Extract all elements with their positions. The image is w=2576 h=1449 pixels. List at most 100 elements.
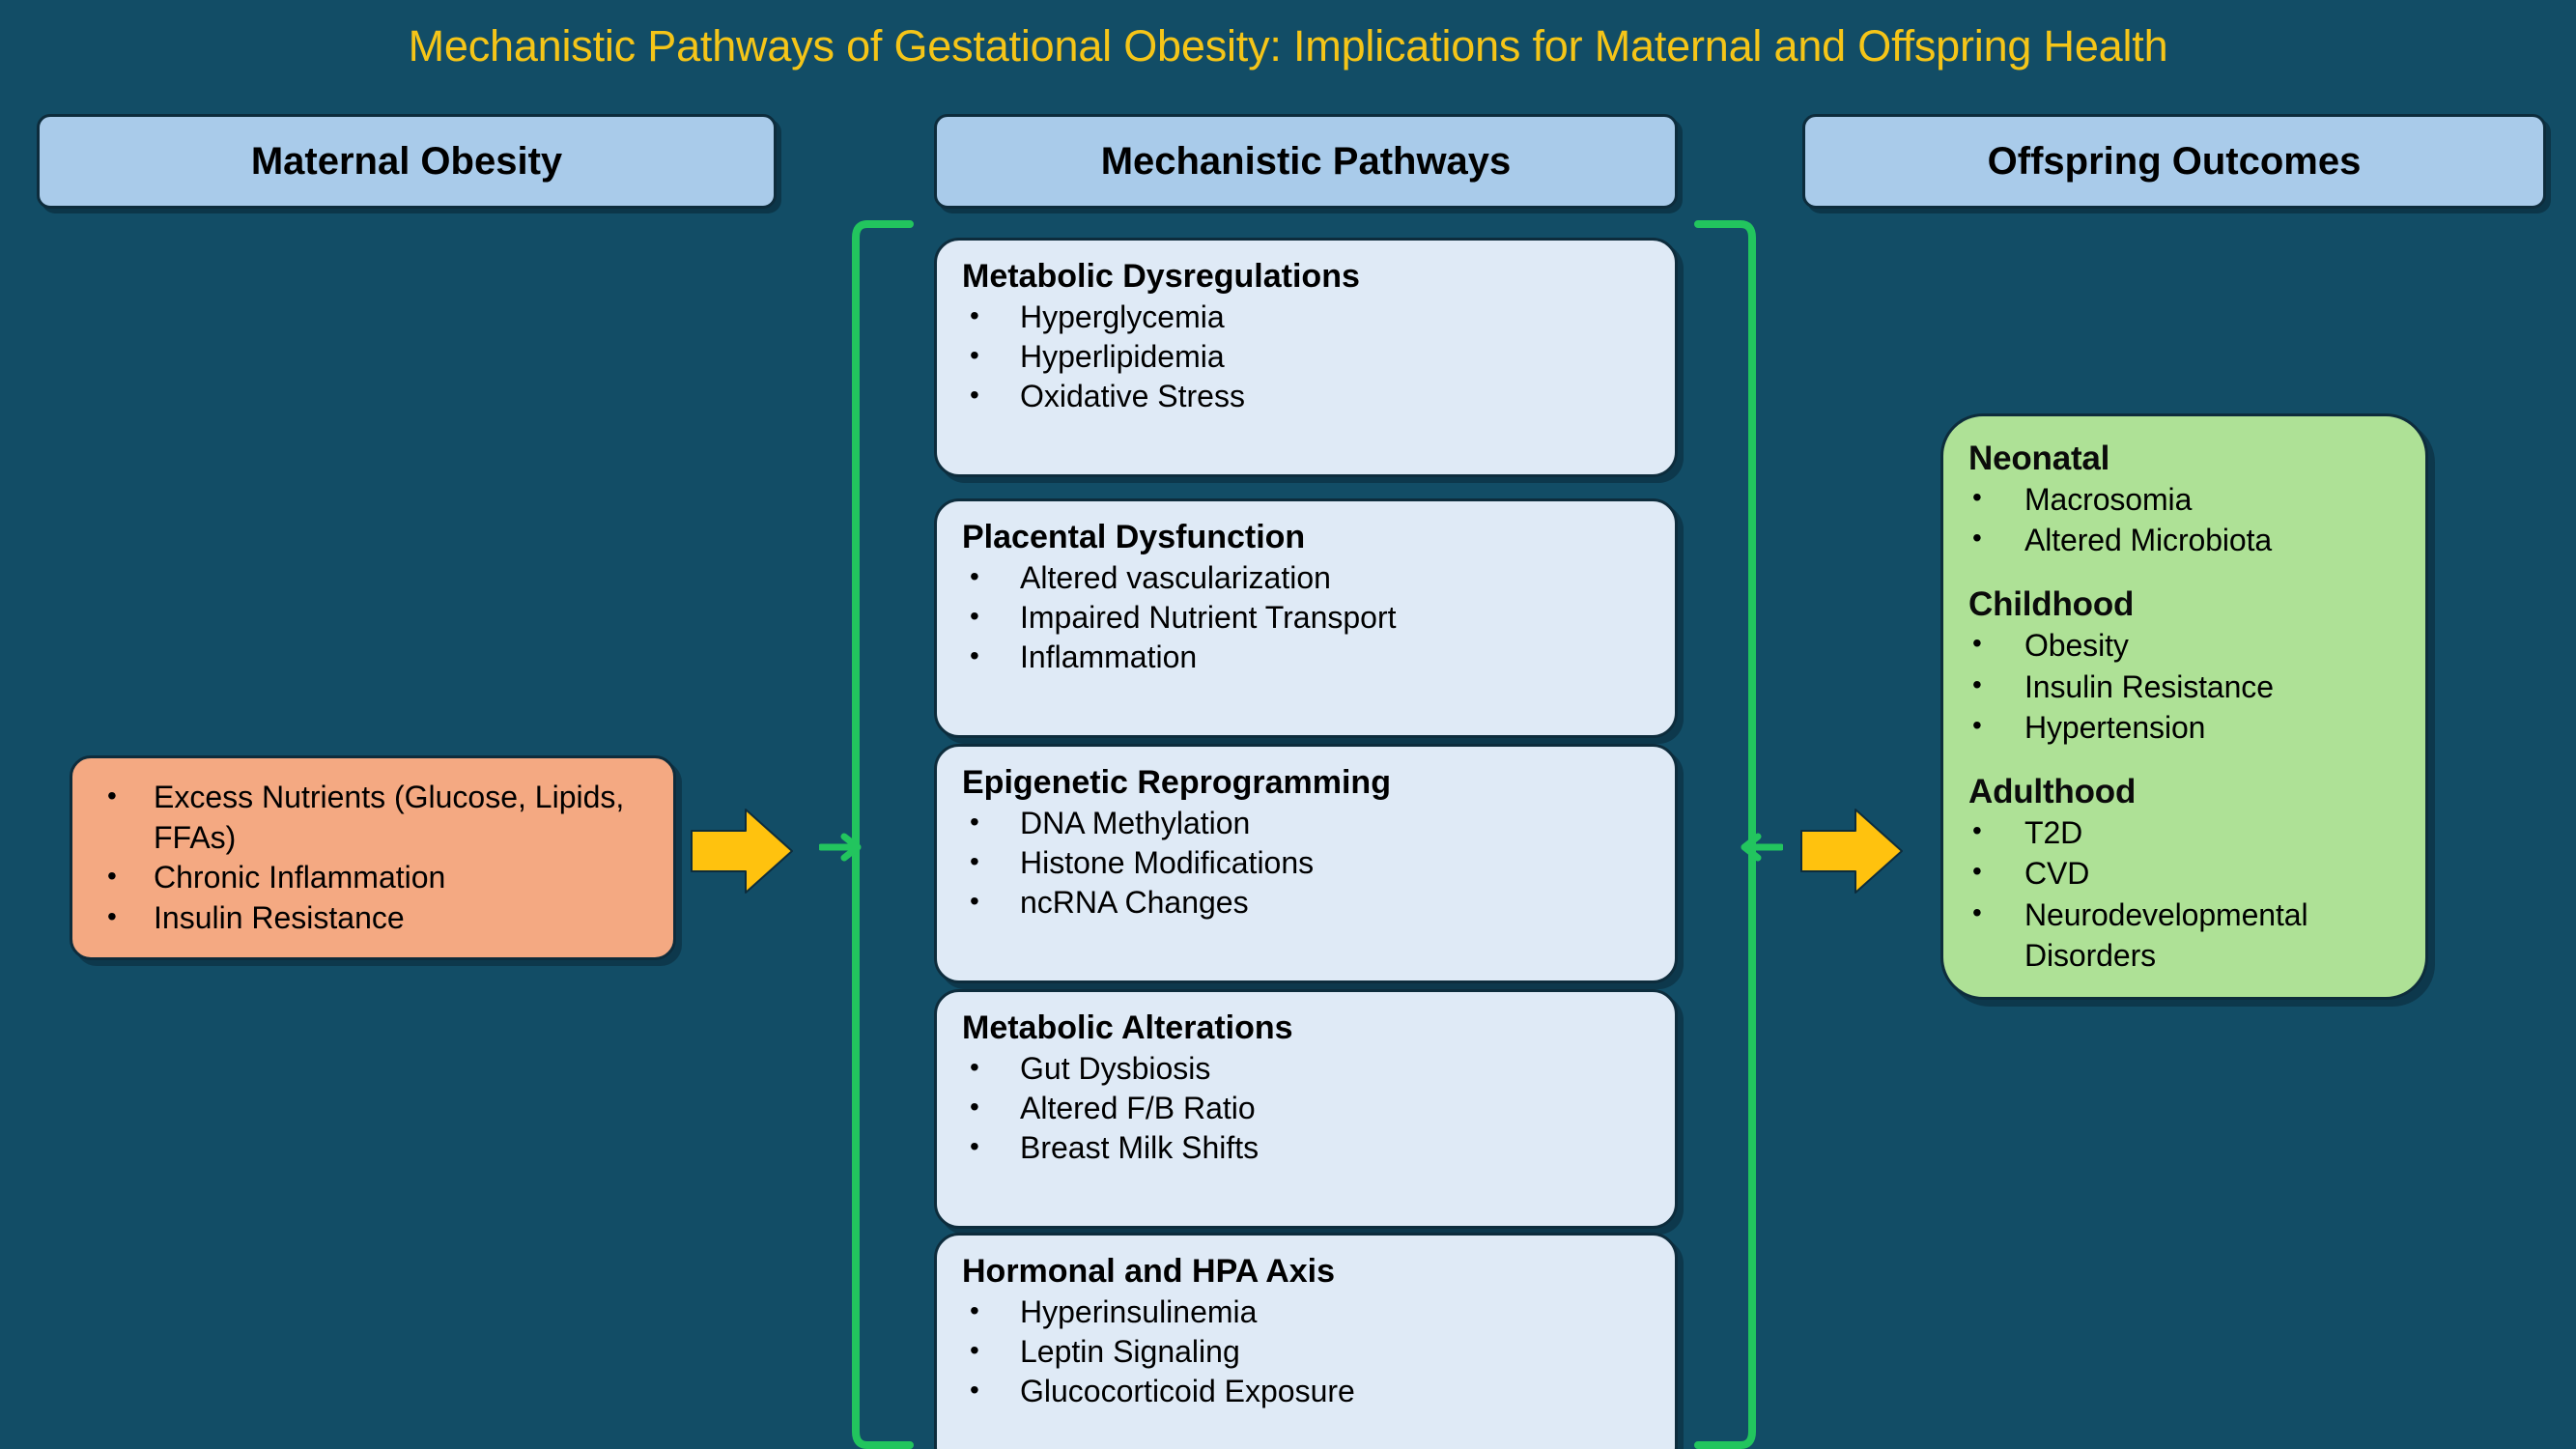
- bullet-text: Excess Nutrients (Glucose, Lipids, FFAs): [154, 780, 625, 855]
- bullet-dot-icon: •: [1972, 815, 1982, 846]
- bullet-dot-icon: •: [970, 807, 979, 838]
- bullet-dot-icon: •: [1972, 482, 1982, 512]
- pathway-card-title: Metabolic Dysregulations: [962, 258, 1360, 295]
- bullet-text: ncRNA Changes: [1020, 884, 1249, 920]
- bullet-dot-icon: •: [970, 379, 979, 410]
- bullet-dot-icon: •: [970, 639, 979, 670]
- bullet-dot-icon: •: [970, 1052, 979, 1083]
- bullet-item: • T2D: [1965, 812, 2408, 853]
- bracket-right-midpoint-tick: [1741, 833, 1783, 862]
- bullet-item: • Impaired Nutrient Transport: [958, 598, 1654, 638]
- bullet-text: Altered vascularization: [1020, 560, 1331, 596]
- bullet-text: Obesity: [2024, 628, 2129, 664]
- bullet-text: Glucocorticoid Exposure: [1020, 1373, 1355, 1408]
- bullet-text: Histone Modifications: [1020, 845, 1315, 881]
- bullet-dot-icon: •: [107, 900, 117, 931]
- bullet-item: • ncRNA Changes: [958, 883, 1654, 923]
- bullet-text: Gut Dysbiosis: [1020, 1051, 1211, 1087]
- bullet-text: Oxidative Stress: [1020, 378, 1245, 413]
- bullet-text: Hypertension: [2024, 709, 2206, 745]
- bullet-item: • Glucocorticoid Exposure: [958, 1372, 1654, 1411]
- bullet-text: T2D: [2024, 815, 2083, 851]
- pathway-card-title: Placental Dysfunction: [962, 519, 1306, 555]
- bullet-item: •Hypertension: [1965, 707, 2408, 748]
- bullet-item: • Insulin Resistance: [1965, 667, 2408, 707]
- bullet-dot-icon: •: [970, 1335, 979, 1366]
- pathway-card-title: Hormonal and HPA Axis: [962, 1253, 1336, 1290]
- maternal-obesity-card: • Excess Nutrients (Glucose, Lipids, FFAs…: [70, 755, 676, 960]
- offspring-bullet-list: • Obesity • Insulin Resistance•Hypertension: [1965, 625, 2408, 748]
- bullet-item: • Gut Dysbiosis: [958, 1049, 1654, 1089]
- pathway-bullet-list: • DNA Methylation • Histone Modifications • n…: [958, 804, 1654, 923]
- pathway-card-metabolic-dysregulations: Metabolic Dysregulations •Hyperglycemia•…: [934, 238, 1678, 477]
- bullet-text: Hyperglycemia: [1020, 299, 1225, 335]
- bullet-item: • Macrosomia: [1965, 479, 2408, 520]
- bracket-pathways-right: [1694, 220, 1756, 1449]
- bullet-text: Altered Microbiota: [2024, 523, 2273, 558]
- bullet-text: Impaired Nutrient Transport: [1020, 600, 1397, 636]
- column-header-pathways-label: Mechanistic Pathways: [1100, 139, 1512, 183]
- page-title: Mechanistic Pathways of Gestational Obes…: [408, 21, 2168, 71]
- offspring-group-spacer: [1965, 560, 2408, 585]
- bullet-dot-icon: •: [970, 1130, 979, 1161]
- bullet-text: Neurodevelopmental Disorders: [2024, 896, 2308, 973]
- bullet-item: • Insulin Resistance: [90, 898, 656, 939]
- pathway-card-hormonal-and-hpa-axis: Hormonal and HPA Axis •Hyperinsulinemia•…: [934, 1233, 1678, 1449]
- bullet-item: • Obesity: [1965, 625, 2408, 666]
- bullet-dot-icon: •: [970, 340, 979, 371]
- bullet-dot-icon: •: [1972, 628, 1982, 659]
- pathway-card-epigenetic-reprogramming: Epigenetic Reprogramming •DNA Methylatio…: [934, 744, 1678, 983]
- bullet-item: •Hyperinsulinemia: [958, 1293, 1654, 1332]
- offspring-bullet-list: • Macrosomia•Altered Microbiota: [1965, 479, 2408, 560]
- bullet-item: • Excess Nutrients (Glucose, Lipids, FFAs…: [90, 778, 656, 858]
- bullet-text: Macrosomia: [2024, 482, 2193, 517]
- bullet-item: • Altered F/B Ratio: [958, 1089, 1654, 1128]
- bullet-text: Hyperlipidemia: [1020, 339, 1225, 375]
- bullet-dot-icon: •: [107, 781, 117, 810]
- pathway-card-placental-dysfunction: Placental Dysfunction • Altered vasculari…: [934, 498, 1678, 738]
- bullet-item: • Histone Modifications: [958, 843, 1654, 883]
- bullet-dot-icon: •: [970, 1295, 979, 1326]
- pathway-card-metabolic-alterations: Metabolic Alterations •Gut Dysbiosis•Alt…: [934, 989, 1678, 1229]
- bullet-text: Breast Milk Shifts: [1020, 1129, 1260, 1165]
- bullet-dot-icon: •: [1972, 856, 1982, 887]
- bullet-item: •Neurodevelopmental Disorders: [1965, 895, 2408, 976]
- pathway-bullet-list: •Hyperinsulinemia•Leptin Signaling•Gluco…: [958, 1293, 1654, 1411]
- bullet-dot-icon: •: [970, 561, 979, 592]
- pathway-bullet-list: • Gut Dysbiosis • Altered F/B Ratio • Breast …: [958, 1049, 1654, 1168]
- bullet-dot-icon: •: [1972, 668, 1982, 699]
- bullet-item: • Hyperlipidemia: [958, 337, 1654, 377]
- bullet-item: •Altered Microbiota: [1965, 520, 2408, 560]
- offspring-group-spacer: [1965, 748, 2408, 773]
- bullet-text: Insulin Resistance: [154, 899, 405, 935]
- bullet-item: •Chronic Inflammation: [90, 858, 656, 898]
- pathway-bullet-list: • Altered vascularization • Impaired Nutrie…: [958, 558, 1654, 677]
- pathway-bullet-list: • Hyperglycemia • Hyperlipidemia • Oxidative …: [958, 298, 1654, 416]
- column-header-offspring-outcomes: Offspring Outcomes: [1802, 114, 2546, 209]
- maternal-bullet-list: • Excess Nutrients (Glucose, Lipids, FFAs…: [90, 778, 656, 938]
- column-header-offspring-label: Offspring Outcomes: [1987, 139, 2362, 183]
- bullet-text: Altered F/B Ratio: [1020, 1091, 1256, 1126]
- bullet-dot-icon: •: [970, 300, 979, 331]
- offspring-group-title: Neonatal: [1968, 440, 2110, 477]
- offspring-group-title: Adulthood: [1968, 773, 2137, 811]
- bullet-text: Leptin Signaling: [1020, 1334, 1240, 1370]
- bullet-item: • Altered vascularization: [958, 558, 1654, 598]
- bullet-dot-icon: •: [970, 1374, 979, 1405]
- column-header-maternal-label: Maternal Obesity: [250, 139, 563, 183]
- bullet-dot-icon: •: [970, 846, 979, 877]
- bracket-pathways-left: [852, 220, 914, 1449]
- bullet-text: Insulin Resistance: [2024, 668, 2274, 704]
- bullet-item: • Inflammation: [958, 638, 1654, 677]
- bullet-text: Chronic Inflammation: [154, 860, 446, 895]
- bullet-dot-icon: •: [970, 601, 979, 632]
- bullet-dot-icon: •: [970, 885, 979, 916]
- bullet-item: •CVD: [1965, 853, 2408, 894]
- bullet-text: DNA Methylation: [1020, 806, 1251, 841]
- bullet-text: Inflammation: [1020, 639, 1198, 674]
- bullet-dot-icon: •: [970, 1092, 979, 1122]
- bullet-item: • Breast Milk Shifts: [958, 1128, 1654, 1168]
